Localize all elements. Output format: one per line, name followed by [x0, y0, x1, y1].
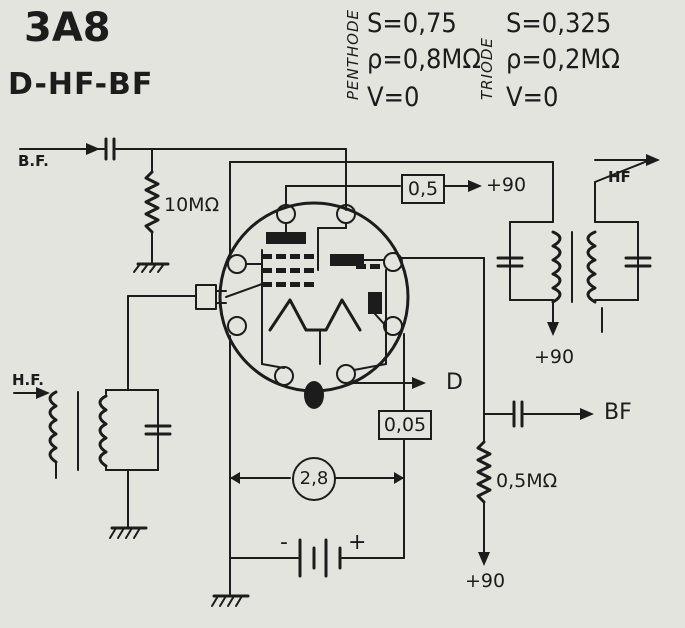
grid-resistor-label: 10MΩ — [164, 194, 220, 216]
hf-input-label: H.F. — [12, 371, 44, 389]
pentode-plate-wire — [229, 161, 554, 256]
bf-input-label: B.F. — [18, 152, 49, 170]
battery-plus-label: + — [348, 530, 367, 555]
hf-input-transformer — [13, 295, 197, 539]
tube-type-title: 3A8 — [24, 5, 111, 51]
hf-output-transformer — [496, 154, 660, 336]
triode-resistance: ρ=0,2MΩ — [506, 44, 620, 75]
detector-output-label: D — [446, 370, 463, 395]
hf-output-label: HF — [608, 168, 631, 186]
filament-supply — [211, 335, 405, 607]
filament-voltage-circle: 2,8 — [292, 457, 336, 501]
tube-function-label: D-HF-BF — [8, 67, 154, 102]
screen-supply-wire — [285, 180, 482, 206]
pentode-bias: V=0 — [367, 82, 420, 113]
bf-output-label: BF — [604, 400, 632, 425]
load-resistor-label: 0,5MΩ — [496, 470, 558, 492]
cathode-resistor-box: 0,05 — [378, 410, 432, 440]
bf-input-wire — [19, 137, 347, 211]
triode-bias: V=0 — [506, 82, 559, 113]
bf-supply-label: +90 — [465, 570, 506, 592]
pentode-transconductance: S=0,75 — [367, 8, 457, 39]
triode-transconductance: S=0,325 — [506, 8, 612, 39]
tube-electrodes — [225, 222, 387, 371]
hf-supply-label: +90 — [534, 346, 575, 368]
triode-output-network — [401, 257, 594, 566]
screen-supply-label: +90 — [486, 174, 527, 196]
battery-minus-label: - — [280, 530, 288, 555]
grid-resistor-10m — [133, 148, 170, 273]
tube-envelope — [195, 201, 410, 409]
pentode-resistance: ρ=0,8MΩ — [367, 44, 481, 75]
screen-resistor-box: 0,5 — [401, 174, 445, 204]
detector-output-wire — [345, 333, 426, 559]
